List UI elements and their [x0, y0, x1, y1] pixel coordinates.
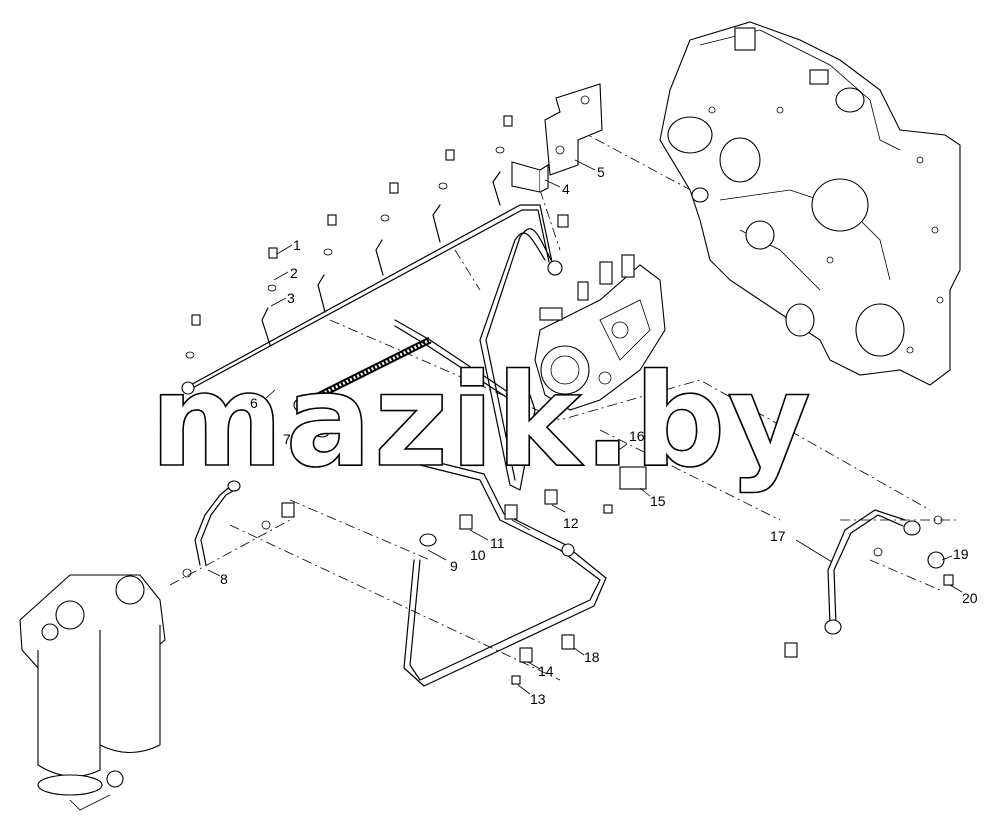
- callout-10: 10: [470, 547, 486, 563]
- callout-16: 16: [629, 428, 645, 444]
- fuel-rail: [293, 319, 521, 438]
- callout-12: 12: [563, 515, 579, 531]
- callout-2: 2: [290, 265, 298, 281]
- fuel-lines: [403, 458, 607, 687]
- watermark: mazik.by: [150, 347, 813, 496]
- callout-18: 18: [584, 649, 600, 665]
- clamp-block: [511, 161, 549, 193]
- bracket: [544, 83, 603, 176]
- fuel-filter: [19, 574, 166, 811]
- pipe-right: [784, 509, 954, 658]
- callout-15: 15: [650, 493, 666, 509]
- callout-leaders: [207, 159, 963, 695]
- return-pipe: [479, 228, 552, 491]
- callout-13: 13: [530, 691, 546, 707]
- callout-6: 6: [250, 395, 258, 411]
- filter-pipe: [182, 480, 295, 578]
- callout-14: 14: [538, 663, 554, 679]
- callout-8: 8: [220, 571, 228, 587]
- callout-1: 1: [293, 237, 301, 253]
- callout-labels: 1 2 3 4 5 6 7 8 9 10 11 12 13 14 15 16 1…: [220, 164, 978, 707]
- injector-hardware: [181, 115, 569, 409]
- small-fittings: [459, 454, 647, 685]
- callout-4: 4: [562, 181, 570, 197]
- callout-11: 11: [490, 535, 505, 551]
- callout-17: 17: [770, 528, 786, 544]
- callout-3: 3: [287, 290, 295, 306]
- callout-7: 7: [283, 431, 291, 447]
- callout-5: 5: [597, 164, 605, 180]
- callout-19: 19: [953, 546, 969, 562]
- fuel-pump: [534, 254, 666, 411]
- gear-housing: [659, 21, 961, 386]
- callout-9: 9: [450, 558, 458, 574]
- callout-20: 20: [962, 590, 978, 606]
